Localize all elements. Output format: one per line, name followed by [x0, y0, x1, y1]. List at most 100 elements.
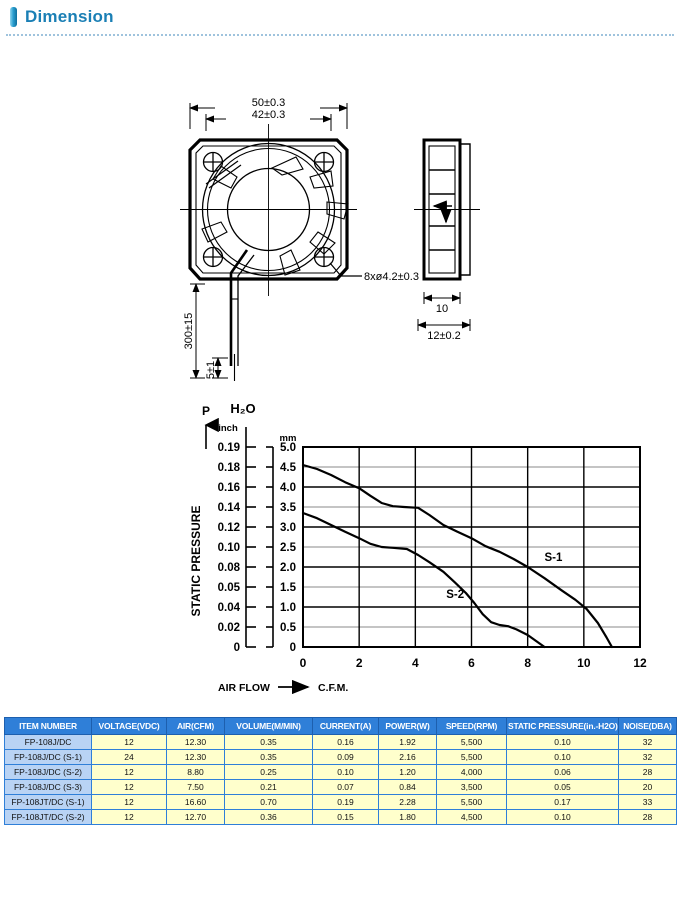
table-header-cell-0: ITEM NUMBER [4, 717, 92, 735]
y-tick-label-inch: 0.12 [218, 522, 240, 534]
y-tick-label-mm: 5.0 [280, 442, 296, 454]
y-tick-label-inch: 0.08 [218, 562, 241, 574]
y-tick-label-inch: 0.19 [218, 442, 240, 454]
table-cell-2: 7.50 [166, 779, 225, 795]
table-header-cell-7: STATIC PRESSURE(in.-H2O) [506, 717, 619, 735]
chart-series-label-S-1: S-1 [545, 552, 564, 564]
table-cell-3: 0.36 [224, 809, 313, 825]
table-cell-item-number: FP-108JT/DC (S-1) [4, 794, 92, 810]
chart-series-S-2 [301, 511, 546, 649]
table-cell-8: 32 [618, 734, 677, 750]
chart-plot-border [302, 446, 641, 648]
y-unit-inch-label: inch [218, 423, 238, 434]
y-unit-mm-label: mm [280, 433, 297, 444]
lead-strip-label: 5±1 [205, 361, 217, 379]
section-bar-icon [10, 7, 17, 27]
x-tick-label: 10 [577, 656, 591, 670]
x-axis-title-airflow: AIR FLOW [218, 682, 270, 694]
dimension-drawing: 50±0.3 42±0.3 8xø4.2±0.3 10 12±0.2 300±1… [0, 36, 680, 391]
table-cell-5: 0.84 [378, 779, 437, 795]
x-tick-label: 12 [633, 656, 647, 670]
table-cell-3: 0.35 [224, 734, 313, 750]
table-cell-7: 0.06 [506, 764, 619, 780]
y-tick-label-inch: 0.14 [218, 502, 241, 514]
table-cell-3: 0.70 [224, 794, 313, 810]
table-cell-7: 0.05 [506, 779, 619, 795]
chart-series-label-S-2: S-2 [446, 589, 464, 601]
table-cell-5: 1.92 [378, 734, 437, 750]
hole-note-label: 8xø4.2±0.3 [364, 271, 419, 283]
y-tick-label-inch: 0.05 [218, 582, 241, 594]
y-tick-label-mm: 0 [290, 642, 296, 654]
table-cell-5: 1.80 [378, 809, 437, 825]
table-cell-6: 5,500 [436, 734, 507, 750]
x-tick-label: 4 [412, 656, 419, 670]
table-cell-7: 0.10 [506, 809, 619, 825]
y-tick-label-mm: 3.0 [280, 522, 296, 534]
y-tick-label-mm: 0.5 [280, 622, 297, 634]
table-cell-5: 2.28 [378, 794, 437, 810]
side-inner-dim-label: 10 [436, 303, 448, 315]
table-cell-6: 5,500 [436, 749, 507, 765]
table-cell-5: 1.20 [378, 764, 437, 780]
table-cell-1: 12 [91, 764, 167, 780]
table-cell-1: 24 [91, 749, 167, 765]
table-cell-8: 20 [618, 779, 677, 795]
table-cell-4: 0.10 [312, 764, 379, 780]
table-cell-1: 12 [91, 779, 167, 795]
x-tick-label: 2 [356, 656, 363, 670]
x-tick-label: 6 [468, 656, 475, 670]
table-cell-6: 4,000 [436, 764, 507, 780]
page-title: Dimension [25, 7, 114, 26]
table-cell-6: 3,500 [436, 779, 507, 795]
y-tick-label-mm: 2.0 [280, 562, 296, 574]
table-cell-3: 0.35 [224, 749, 313, 765]
lead-length-label: 300±15 [183, 313, 195, 350]
y-tick-label-inch: 0.04 [218, 602, 241, 614]
y-tick-label-inch: 0.10 [218, 542, 240, 554]
table-cell-1: 12 [91, 734, 167, 750]
table-cell-6: 5,500 [436, 794, 507, 810]
table-header-cell-4: CURRENT(A) [312, 717, 379, 735]
x-axis-title-cfm: C.F.M. [318, 682, 348, 694]
table-cell-item-number: FP-108J/DC [4, 734, 92, 750]
x-tick-label: 0 [300, 656, 307, 670]
x-tick-label: 8 [524, 656, 531, 670]
table-cell-6: 4,500 [436, 809, 507, 825]
table-cell-1: 12 [91, 809, 167, 825]
table-cell-item-number: FP-108JT/DC (S-2) [4, 809, 92, 825]
table-cell-2: 16.60 [166, 794, 225, 810]
table-cell-7: 0.10 [506, 734, 619, 750]
side-depth-dim-label: 12±0.2 [427, 330, 461, 342]
table-cell-2: 8.80 [166, 764, 225, 780]
header-divider [6, 34, 674, 36]
y-tick-label-inch: 0.16 [218, 482, 240, 494]
table-cell-8: 28 [618, 764, 677, 780]
unit-header-label: H₂O [230, 401, 255, 416]
dim-hole-span-label: 42±0.3 [252, 109, 286, 121]
table-cell-4: 0.16 [312, 734, 379, 750]
pressure-axis-symbol: P [202, 404, 210, 418]
table-header-cell-2: AIR(CFM) [166, 717, 225, 735]
y-axis-title: STATIC PRESSURE [189, 506, 203, 617]
table-cell-8: 33 [618, 794, 677, 810]
table-header-cell-3: VOLUME(M/MIN) [224, 717, 313, 735]
y-tick-label-mm: 1.5 [280, 582, 297, 594]
table-cell-8: 28 [618, 809, 677, 825]
table-cell-4: 0.09 [312, 749, 379, 765]
y-tick-label-mm: 4.5 [280, 462, 297, 474]
table-cell-3: 0.25 [224, 764, 313, 780]
table-cell-8: 32 [618, 749, 677, 765]
table-cell-2: 12.30 [166, 734, 225, 750]
